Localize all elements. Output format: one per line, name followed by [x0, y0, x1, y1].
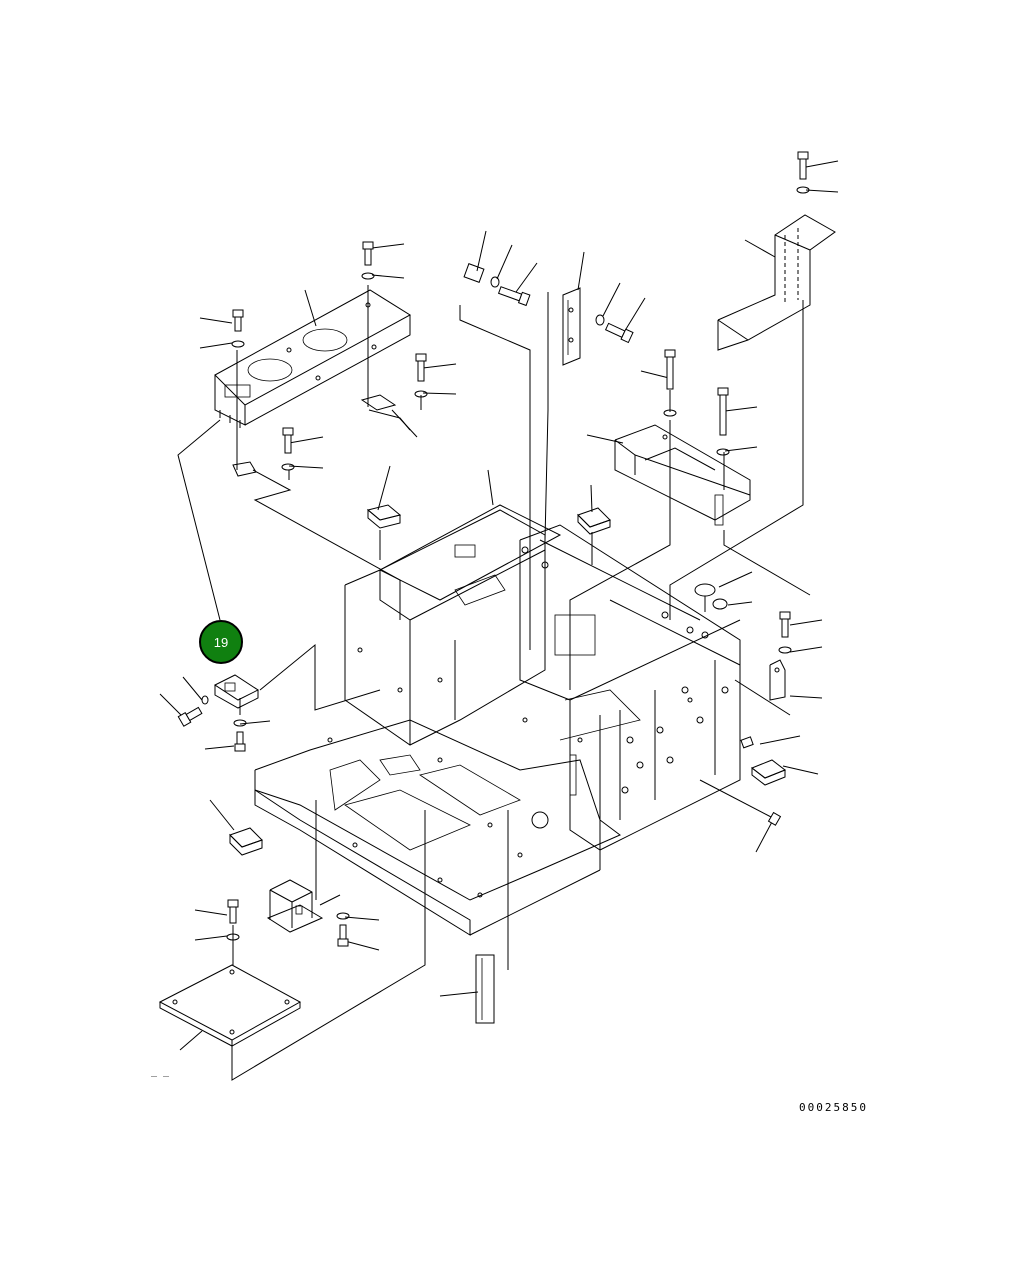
side-bracket-icon: [769, 659, 786, 701]
knob-icon: [694, 583, 728, 612]
bolt-icon: [177, 151, 809, 947]
cover-plate-icon: [158, 964, 302, 1047]
vertical-bracket-icon: [562, 287, 581, 366]
latch-bracket-icon: [213, 674, 260, 709]
callout-19-button[interactable]: 19: [199, 620, 243, 664]
drawing-number: 00025850: [799, 1101, 868, 1114]
cushion-icon: [229, 504, 787, 1024]
leader-lines: [159, 160, 839, 1081]
spacer-icon: [463, 263, 485, 283]
right-mid-bracket: [614, 424, 751, 526]
main-frame: [254, 504, 741, 936]
dash-mark: _ _: [151, 1066, 170, 1077]
left-console: [214, 289, 411, 428]
mount-icon: [266, 879, 324, 933]
right-upper-bracket: [717, 214, 836, 351]
console-bracket-icon: [232, 394, 397, 477]
callout-label: 19: [213, 634, 229, 650]
washer-icon: [201, 186, 810, 941]
